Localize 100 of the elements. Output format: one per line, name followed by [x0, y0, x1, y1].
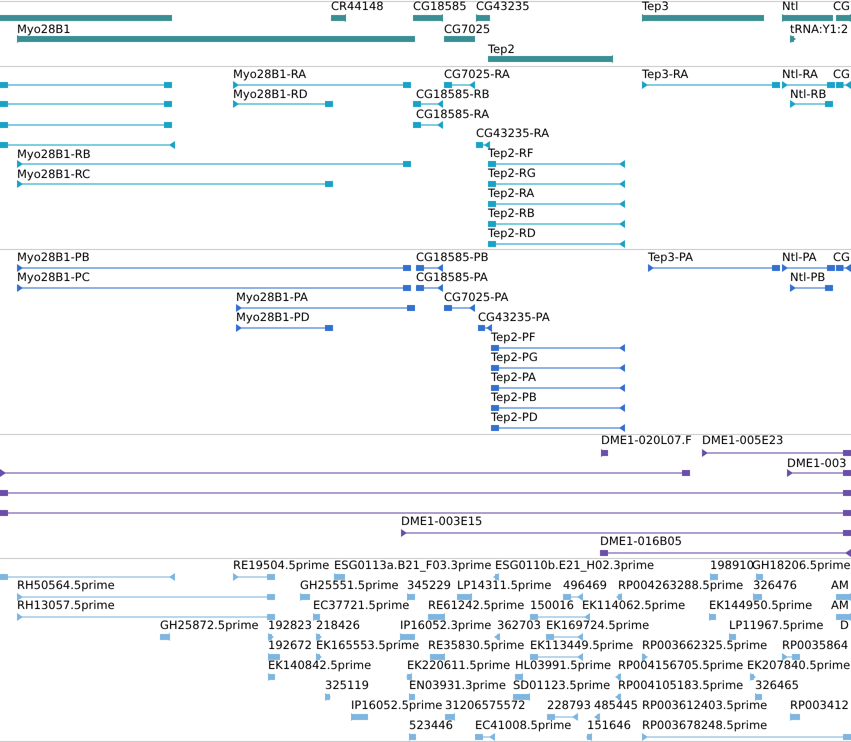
feature-label: Ntl-PB [790, 272, 826, 283]
feature-label: 496469 [563, 580, 607, 591]
feature-label: RH50564.5prime [17, 580, 115, 591]
feature-label: RE19504.5prime [233, 560, 330, 571]
feature-label: EK207840.5prime [747, 660, 850, 671]
feature-label: Ntl-PA [782, 252, 817, 263]
feature-label: 362703 [497, 620, 541, 631]
feature-label: RP0035864 [782, 640, 848, 651]
feature-label: Myo28B1-RC [17, 169, 90, 180]
feature-label: CG43235 [476, 1, 530, 12]
feature-label: 150016 [530, 600, 574, 611]
feature-label: 325119 [325, 680, 369, 691]
feature-label: RP003612403.5prime [642, 700, 768, 711]
feature-label: CG43235-PA [478, 312, 550, 323]
feature-label: Tep2-RF [488, 148, 534, 159]
feature-label: EK220611.5prime [407, 660, 510, 671]
feature-label: HL03991.5prime [515, 660, 612, 671]
feature-label: ESG0110b.E21_H02.3prime [495, 560, 654, 571]
feature-label: EN03931.3prime [409, 680, 506, 691]
feature-label: RP004263288.5prime [618, 580, 744, 591]
feature-label: GH25872.5prime [160, 620, 259, 631]
feature-label: CG18585-PA [416, 272, 488, 283]
feature-label: RP003662325.5prime [642, 640, 768, 651]
feature-label: CG18585-RB [416, 89, 490, 100]
feature-label: CG [833, 252, 850, 263]
feature-label: Tep2-RD [488, 228, 536, 239]
feature-label: CG7025 [444, 24, 490, 35]
feature-label: IP16052.5prime [351, 700, 442, 711]
feature-label: AM [831, 600, 849, 611]
feature-label: EK113449.5prime [530, 640, 634, 651]
feature-label: RP004156705.5prime [618, 660, 744, 671]
feature-label: Tep3-PA [648, 252, 693, 263]
feature-label: 151646 [587, 720, 631, 731]
feature-label: IP16052.3prime [400, 620, 492, 631]
feature-label: CG7025-PA [444, 292, 508, 303]
feature-label: 198910 [710, 560, 754, 571]
feature-label: Myo28B1 [17, 24, 71, 35]
feature-label: CG18585-RA [416, 109, 490, 120]
feature-label: CG18585 [413, 1, 467, 12]
feature-label: CG18585-PB [416, 252, 488, 263]
feature-label: EK144950.5prime [709, 600, 812, 611]
feature-label: RH13057.5prime [17, 600, 115, 611]
feature-label: 192672 [268, 640, 312, 651]
feature-label: RE35830.5prime [428, 640, 524, 651]
feature-label: Tep2-PF [491, 332, 536, 343]
feature-label: 31206575572 [445, 700, 526, 711]
feature-label: tRNA:Y1:2 [790, 24, 848, 35]
feature-label: GH25551.5prime [300, 580, 399, 591]
feature-label: ESG0113a.B21_F03.3prime [334, 560, 492, 571]
feature-label: Myo28B1-RB [17, 149, 91, 160]
feature-label: Tep3 [642, 1, 669, 12]
feature-label: Tep2-PA [491, 372, 536, 383]
feature-label: CG [833, 69, 850, 80]
feature-label: DME1-016B05 [600, 536, 682, 547]
feature-label: RP003412 [790, 700, 849, 711]
feature-label: EC37721.5prime [313, 600, 410, 611]
feature-label: Tep2-PB [491, 392, 537, 403]
feature-label: CG43235-RA [476, 128, 550, 139]
feature-label: Ntl-RA [782, 69, 818, 80]
feature-label: Myo28B1-PB [17, 252, 90, 263]
feature-label: AM [831, 580, 849, 591]
feature-label: LP14311.5prime [457, 580, 552, 591]
feature-label: Tep2-RG [488, 168, 536, 179]
feature-label: Myo28B1-RD [233, 89, 308, 100]
feature-label: Tep3-RA [642, 69, 688, 80]
feature-label: Myo28B1-PC [17, 272, 90, 283]
feature-label: EK114062.5prime [582, 600, 686, 611]
feature-label: Tep2-RB [488, 208, 535, 219]
feature-label: EK169724.5prime [546, 620, 650, 631]
feature-label: 523446 [409, 720, 453, 731]
feature-label: DME1-020L07.F [601, 435, 692, 446]
feature-label: DME1-005E23 [702, 435, 784, 446]
feature-label: RE61242.5prime [428, 600, 524, 611]
feature-label: D [840, 620, 849, 631]
feature-label: EK165553.5prime [316, 640, 420, 651]
feature-label: Ntl [782, 1, 798, 12]
feature-label: Myo28B1-PA [236, 292, 308, 303]
feature-label: Myo28B1-PD [236, 312, 310, 323]
feature-label: EC41008.5prime [475, 720, 572, 731]
feature-label: CR44148 [331, 1, 384, 12]
feature-label: RP003678248.5prime [642, 720, 768, 731]
feature-label: Tep2-PD [491, 412, 538, 423]
feature-label: Ntl-RB [790, 89, 826, 100]
feature-label: SD01123.5prime [513, 680, 610, 691]
feature-label: 192823 [268, 620, 312, 631]
feature-label: 326476 [753, 580, 797, 591]
feature-label: Myo28B1-RA [233, 69, 306, 80]
feature-label: 228793 [547, 700, 591, 711]
feature-label: 345229 [407, 580, 451, 591]
feature-label: GH18206.5prime [752, 560, 851, 571]
feature-label: CG7025-RA [444, 69, 510, 80]
feature-label: 326465 [755, 680, 799, 691]
feature-label: DME1-003E15 [401, 516, 482, 527]
feature-label: EK140842.5prime [268, 660, 372, 671]
feature-label: 218426 [316, 620, 360, 631]
feature-label: RP004105183.5prime [618, 680, 744, 691]
feature-label: Tep2 [488, 44, 515, 55]
feature-label: Tep2-PG [491, 352, 538, 363]
feature-label: CG [833, 1, 850, 12]
feature-label: 485445 [594, 700, 638, 711]
